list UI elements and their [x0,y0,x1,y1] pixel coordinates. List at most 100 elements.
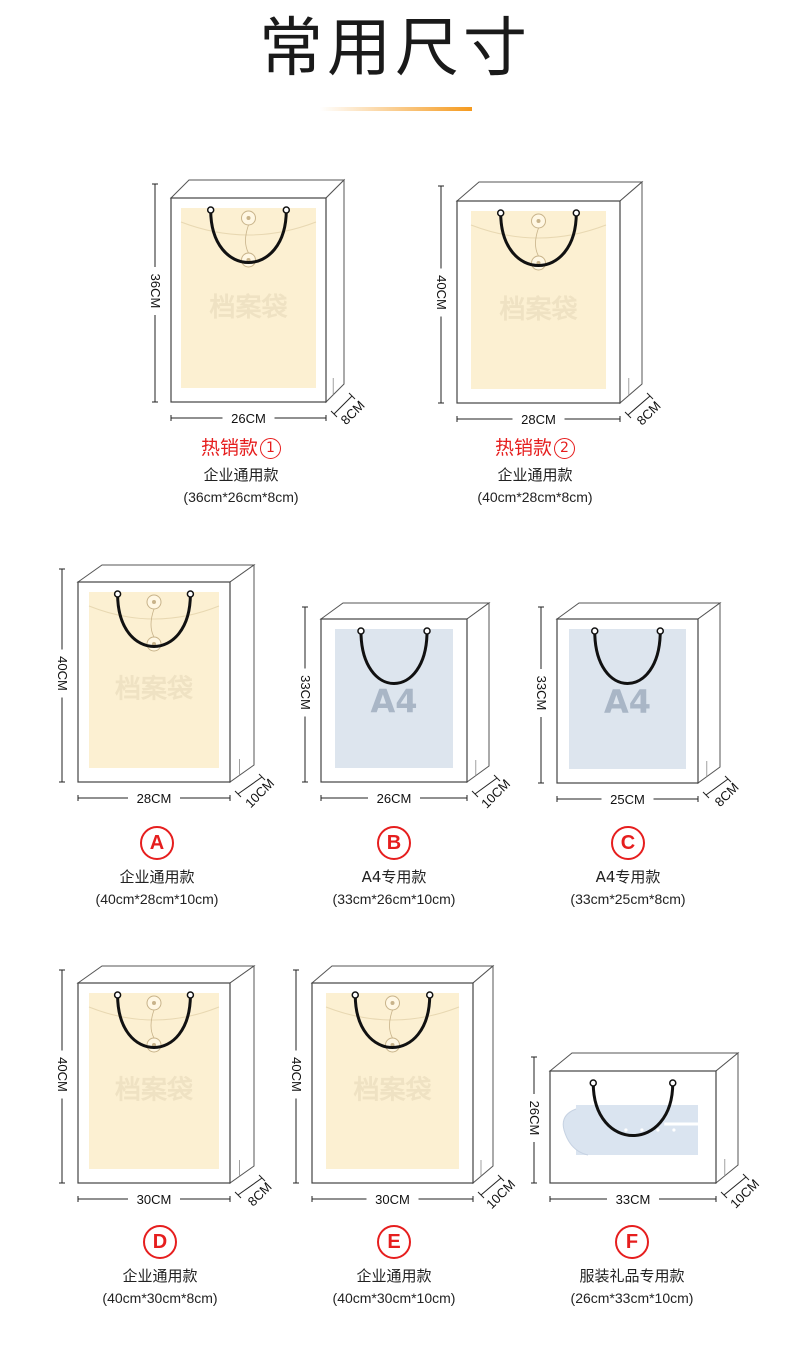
height-label: 40CM [55,1057,70,1092]
model-letter-badge: F [615,1225,649,1259]
handle-grommet-left [113,991,122,999]
depth-dim-line [474,777,498,795]
envelope-flap [325,1006,460,1021]
depth-dim-tick-b [493,774,501,782]
hot-sale-label: 热销款 [494,437,552,459]
width-label: 26CM [377,791,412,806]
height-label: 26CM [527,1101,542,1136]
depth-dim-tick-b [497,1174,505,1182]
bag-size-text: (40cm*28cm*10cm) [95,891,219,907]
string-tie [150,608,155,638]
bag-print-area [569,629,686,769]
height-label-bg [433,268,449,317]
height-label: 40CM [434,275,449,310]
bag-watermark-text: 档案袋 [209,292,288,323]
depth-label: 8CM [634,398,664,428]
bag-model-name: 企业通用款 [119,868,195,886]
height-label-bg [533,669,549,717]
bag-print-area [181,208,316,388]
rope-handle [116,994,192,1049]
width-label-bg [607,1191,659,1207]
button-top-dot [536,219,541,223]
string-tie [535,227,539,257]
handle-grommet-left [351,991,360,999]
shirt-collar-icon [562,1108,589,1156]
depth-dim-line [480,1177,502,1196]
depth-label: 8CM [338,398,368,428]
bag-print-area [471,211,606,389]
depth-dim-tick-a [234,790,242,798]
bag-side-panel [325,178,345,404]
depth-label: 8CM [712,780,742,810]
height-label: 33CM [534,676,549,711]
depth-dim-tick-a [234,1191,242,1199]
rope-handle [353,994,432,1049]
depth-dim-tick-a [471,790,479,798]
bag-print-area [89,993,219,1169]
shirt-button-dot [672,1128,676,1132]
bag-top-edge [555,602,722,620]
width-label-bg [512,411,565,427]
bag-print-area [89,592,219,768]
depth-dim-line [705,778,729,796]
depth-dim-tick-a [477,1191,485,1199]
depth-dim-tick-b [646,392,654,400]
handle-grommet-right [282,206,291,214]
bag-watermark-text: 档案袋 [353,1075,432,1106]
height-label-bg [54,1050,70,1099]
height-label: 33CM [298,675,313,710]
rope-handle [593,630,662,685]
handle-grommet-right [656,627,665,635]
handle-grommet-left [496,209,505,217]
envelope-flap [88,1006,220,1021]
shirt-button-dot [656,1128,660,1132]
height-label-bg [288,1050,304,1099]
button-top-dot [152,600,156,604]
handle-grommet-left [357,627,365,635]
model-letter-badge: C [611,826,645,860]
bag-model-name: A4专用款 [361,868,427,886]
handle-grommet-right [186,590,195,598]
string-tie [150,1009,155,1039]
hot-sale-number: 2 [554,438,575,459]
button-top-dot [152,1001,156,1005]
hot-sale-number: 1 [260,438,281,459]
model-letter-badge: D [143,1225,177,1259]
rope-handle [499,212,578,267]
rope-handle [209,209,288,264]
title-underline [320,107,472,111]
handle-grommet-right [572,209,581,217]
bag-size-text: (40cm*30cm*8cm) [102,1290,218,1306]
bag-watermark-text: 档案袋 [115,674,194,705]
shirt-button-dot [624,1128,628,1132]
height-label: 40CM [55,656,70,691]
shirt-body [576,1105,698,1155]
height-label-bg [526,1094,542,1142]
bag-side-panel [466,602,490,783]
width-label: 25CM [610,792,645,807]
height-label: 36CM [148,274,163,309]
bag-caption-A: A 企业通用款 (40cm*28cm*10cm) [27,826,287,910]
handle-grommet-right [423,627,431,635]
width-label: 28CM [521,412,556,427]
model-letter-badge: B [377,826,411,860]
bag-side-panel [229,564,255,783]
bag-model-name: 企业通用款 [203,466,279,484]
bag-top-edge [455,181,644,202]
height-label-bg [297,668,313,717]
bag-size-text: (33cm*26cm*10cm) [332,891,456,907]
bag-size-text: (36cm*26cm*8cm) [183,489,299,505]
width-label-bg [368,790,420,806]
bag-model-name: A4专用款 [595,868,661,886]
bag-model-name: 企业通用款 [497,466,573,484]
model-letter-badge: A [140,826,174,860]
depth-label: 10CM [727,1176,762,1211]
envelope-flap [180,221,317,236]
